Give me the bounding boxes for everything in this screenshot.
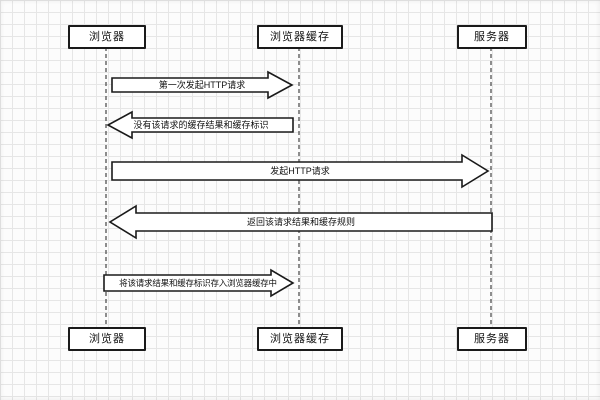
actor-browser-top: 浏览器 xyxy=(68,25,146,49)
message-label-no-cache-result: 没有该请求的缓存结果和缓存标识 xyxy=(133,120,269,130)
arrow-return-result-and-cache-rules xyxy=(108,204,493,240)
arrow-send-http-request xyxy=(111,153,490,189)
actor-browser-cache-bottom: 浏览器缓存 xyxy=(257,327,343,351)
message-label-return-result: 返回该请求结果和缓存规则 xyxy=(246,217,356,227)
actor-server-top: 服务器 xyxy=(457,25,527,49)
message-label-first-http-request: 第一次发起HTTP请求 xyxy=(158,80,246,90)
arrow-no-cache-result xyxy=(106,110,294,140)
message-label-store-into-cache: 将该请求结果和缓存标识存入浏览器缓存中 xyxy=(119,278,277,288)
actor-server-bottom: 服务器 xyxy=(457,327,527,351)
message-label-send-http-request: 发起HTTP请求 xyxy=(270,166,330,176)
arrow-store-result-into-cache xyxy=(103,268,295,298)
actor-browser-cache-top: 浏览器缓存 xyxy=(257,25,343,49)
actor-browser-bottom: 浏览器 xyxy=(68,327,146,351)
arrow-first-http-request xyxy=(111,70,294,100)
